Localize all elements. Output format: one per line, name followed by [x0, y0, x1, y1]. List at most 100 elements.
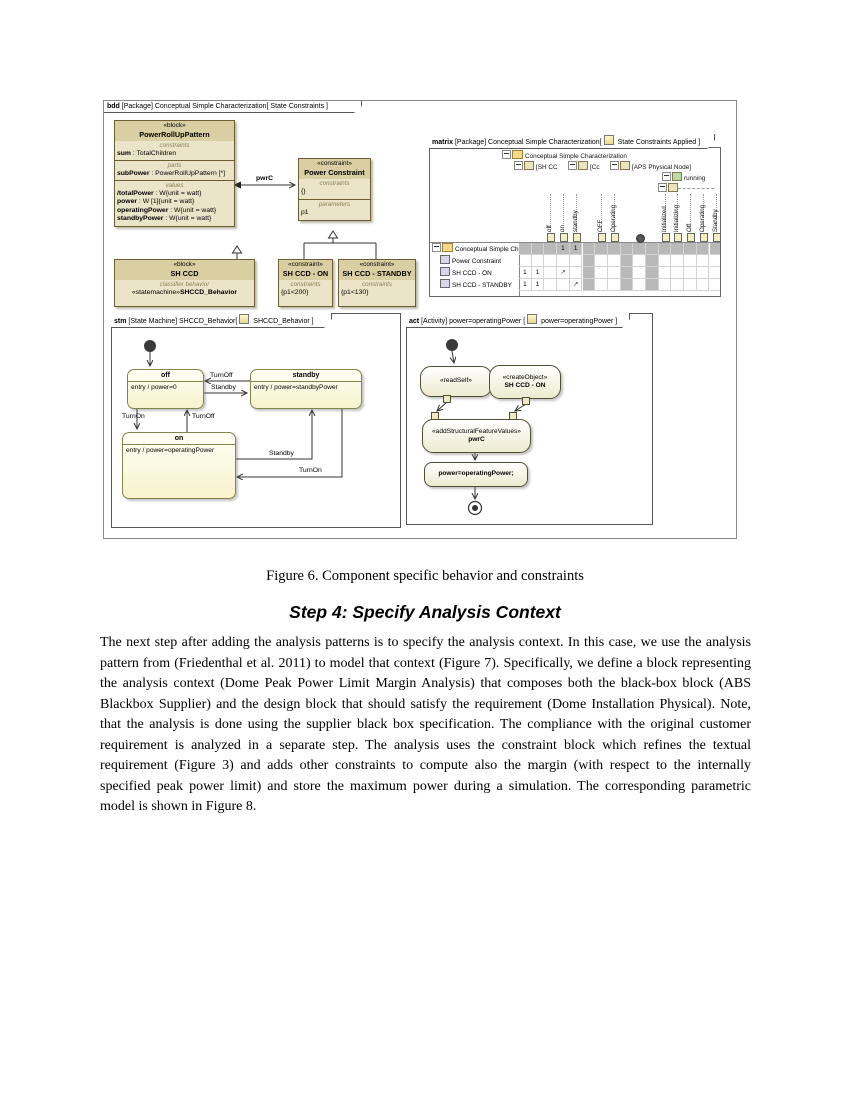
stm-tab-text: [State Machine] SHCCD_Behavior[	[126, 318, 238, 325]
expander-icon	[432, 243, 441, 252]
figure-6-diagram: bdd [Package] Conceptual Simple Characte…	[103, 100, 737, 539]
section-heading: Step 4: Specify Analysis Context	[289, 602, 561, 622]
matrix-cell: 1	[519, 267, 532, 279]
input-pin	[509, 412, 517, 420]
matrix-column-label: Initializing	[673, 204, 681, 232]
stm-tab-text2: SHCCD_Behavior ]	[251, 318, 314, 325]
transition-label-turnoff: TurnOff	[192, 413, 215, 420]
bdd-keyword: bdd	[107, 103, 120, 110]
matrix-cell	[658, 279, 672, 291]
matrix-cell	[620, 243, 634, 255]
folder-icon	[442, 243, 453, 252]
matrix-cell	[646, 255, 659, 267]
compartment-label: constraints	[319, 180, 350, 187]
matrix-col-group1: [SH CC	[514, 161, 558, 172]
pwrc-edge-label: pwrC	[256, 175, 273, 182]
state-entry: entry / power=0	[131, 384, 177, 391]
column-dot-icon	[636, 234, 646, 243]
folder-icon	[512, 150, 523, 159]
stereotype: «block»	[173, 261, 196, 268]
matrix-row-label: Conceptual Simple Cha	[432, 243, 519, 256]
block-name: SH CCD - ON	[282, 268, 329, 278]
constraints-compartment: constraints {}	[299, 179, 370, 199]
action-create-object: «createObject» SH CCD - ON	[489, 365, 561, 399]
constraint-line: {p1<200}	[281, 288, 309, 296]
matrix-cell	[671, 279, 685, 291]
matrix-cell	[709, 279, 720, 291]
compartment-label: constraints	[290, 281, 321, 288]
matrix-cell	[684, 255, 697, 267]
output-pin	[443, 395, 451, 403]
column-state-icon	[674, 233, 683, 242]
matrix-cell	[620, 267, 634, 279]
matrix-cell	[646, 279, 659, 291]
matrix-row-label: SH CCD - ON	[440, 267, 519, 280]
matrix-cell	[607, 243, 621, 255]
matrix-cell	[620, 255, 634, 267]
matrix-cell	[544, 267, 558, 279]
column-leader	[677, 194, 679, 232]
block-header: «constraint» SH CCD - ON	[279, 260, 332, 280]
expander-icon	[658, 183, 667, 192]
column-leader	[690, 194, 692, 232]
matrix-tree-grid-separator	[519, 242, 520, 296]
column-state-icon	[572, 233, 581, 242]
constraints-compartment: constraints sum : TotalChildren	[115, 141, 234, 160]
matrix-diagram-icon	[604, 135, 614, 145]
action-stereotype: «addStructuralFeatureValues»	[432, 427, 521, 435]
block-power-constraint: «constraint» Power Constraint constraint…	[298, 158, 371, 221]
stm-keyword: stm	[114, 318, 127, 325]
column-state-icon	[610, 233, 619, 242]
matrix-cell	[557, 279, 570, 291]
column-state-icon	[547, 233, 556, 242]
bdd-tab-text: [Package] Conceptual Simple Characteriza…	[119, 103, 328, 110]
body-paragraph: The next step after adding the analysis …	[100, 635, 751, 814]
column-state-icon	[661, 233, 670, 242]
matrix-cell	[595, 255, 608, 267]
constraint-line: {p1<130}	[341, 288, 369, 296]
state-standby: standby entry / power=standbyPower	[250, 369, 362, 409]
matrix-col-group2: [Cc	[568, 161, 600, 172]
matrix-cell	[646, 267, 659, 279]
block-sh-ccd-on: «constraint» SH CCD - ON constraints {p1…	[278, 259, 333, 307]
state-group-icon	[620, 161, 630, 170]
block-power-rollup-pattern: «block» PowerRollUpPattern constraints s…	[114, 120, 235, 227]
act-flows	[407, 339, 527, 516]
transition-label-turnoff: TurnOff	[210, 372, 233, 379]
constraints-compartment: constraints {p1<200}	[279, 280, 332, 299]
matrix-cell	[696, 243, 710, 255]
column-leader	[613, 194, 615, 232]
matrix-cell	[696, 279, 710, 291]
constraint-line: sum : TotalChildren	[117, 149, 177, 157]
matrix-cell	[531, 255, 545, 267]
matrix-cell	[569, 255, 583, 267]
state-off: off entry / power=0	[127, 369, 204, 409]
matrix-header-separator	[430, 242, 720, 243]
matrix-cell: 1	[519, 279, 532, 291]
constraint-line: {}	[301, 187, 306, 195]
expander-icon	[610, 161, 619, 170]
matrix-cell	[671, 267, 685, 279]
constraints-compartment: constraints {p1<130}	[339, 280, 415, 299]
matrix-cell	[607, 267, 621, 279]
matrix-cell	[607, 255, 621, 267]
parameters-compartment: parameters p1	[299, 199, 370, 220]
block-name: Power Constraint	[304, 167, 365, 177]
matrix-column-label: off	[546, 225, 554, 232]
action-stereotype: «readSelf»	[440, 377, 472, 385]
matrix-cell	[582, 279, 596, 291]
matrix-column-label: Initialized	[660, 206, 668, 232]
matrix-cell	[709, 255, 720, 267]
element-icon	[440, 279, 450, 288]
parts-compartment: parts subPower : PowerRollUpPattern [*]	[115, 160, 234, 180]
act-tab-text2: power=operatingPower ]	[539, 318, 618, 325]
block-header: «block» SH CCD	[115, 260, 254, 280]
action-assign-power: power=operatingPower;	[424, 462, 528, 487]
state-on: on entry / power=operatingPower	[122, 432, 236, 499]
block-sh-ccd: «block» SH CCD classifier behavior «stat…	[114, 259, 255, 307]
action-read-self: «readSelf»	[420, 366, 492, 397]
column-state-icon	[699, 233, 708, 242]
stereotype: «constraint»	[317, 160, 352, 167]
figure-caption: Figure 6. Component specific behavior an…	[266, 568, 584, 584]
block-header: «block» PowerRollUpPattern	[115, 121, 234, 141]
